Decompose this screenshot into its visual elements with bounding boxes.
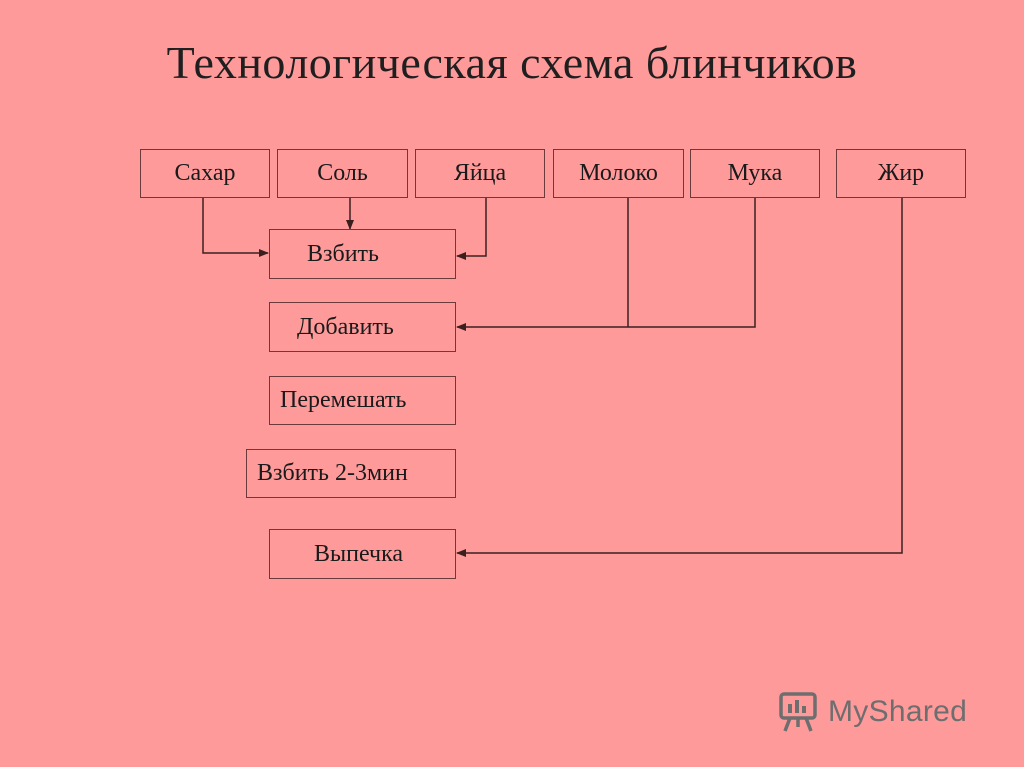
node-mix: Перемешать xyxy=(269,376,456,425)
node-label: Добавить xyxy=(297,313,394,340)
node-label: Соль xyxy=(317,160,368,186)
node-label: Взбить 2-3мин xyxy=(257,460,408,486)
node-whisk2: Взбить 2-3мин xyxy=(246,449,456,498)
node-sugar: Сахар xyxy=(140,149,270,198)
node-label: Сахар xyxy=(174,160,236,186)
edge-eggs-whisk xyxy=(456,198,487,260)
node-add: Добавить xyxy=(269,302,456,352)
edge-fat-bake xyxy=(456,198,903,557)
presentation-board-icon xyxy=(779,692,817,732)
node-label: Мука xyxy=(727,160,783,186)
watermark-text: MyShared xyxy=(828,695,968,728)
edge-flour-add xyxy=(456,198,756,331)
node-label: Выпечка xyxy=(314,540,404,567)
node-bake: Выпечка xyxy=(269,529,456,579)
node-milk: Молоко xyxy=(553,149,684,198)
node-label: Яйца xyxy=(453,160,507,186)
node-whisk: Взбить xyxy=(269,229,456,279)
node-flour: Мука xyxy=(690,149,820,198)
node-label: Взбить xyxy=(307,240,379,267)
edge-sugar-whisk xyxy=(202,198,269,257)
page-title: Технологическая схема блинчиков xyxy=(166,37,858,88)
node-label: Молоко xyxy=(579,160,658,186)
node-fat: Жир xyxy=(836,149,966,198)
node-salt: Соль xyxy=(277,149,408,198)
node-label: Жир xyxy=(877,160,925,186)
node-eggs: Яйца xyxy=(415,149,545,198)
watermark: MyShared xyxy=(776,688,967,736)
node-label: Перемешать xyxy=(280,387,407,413)
